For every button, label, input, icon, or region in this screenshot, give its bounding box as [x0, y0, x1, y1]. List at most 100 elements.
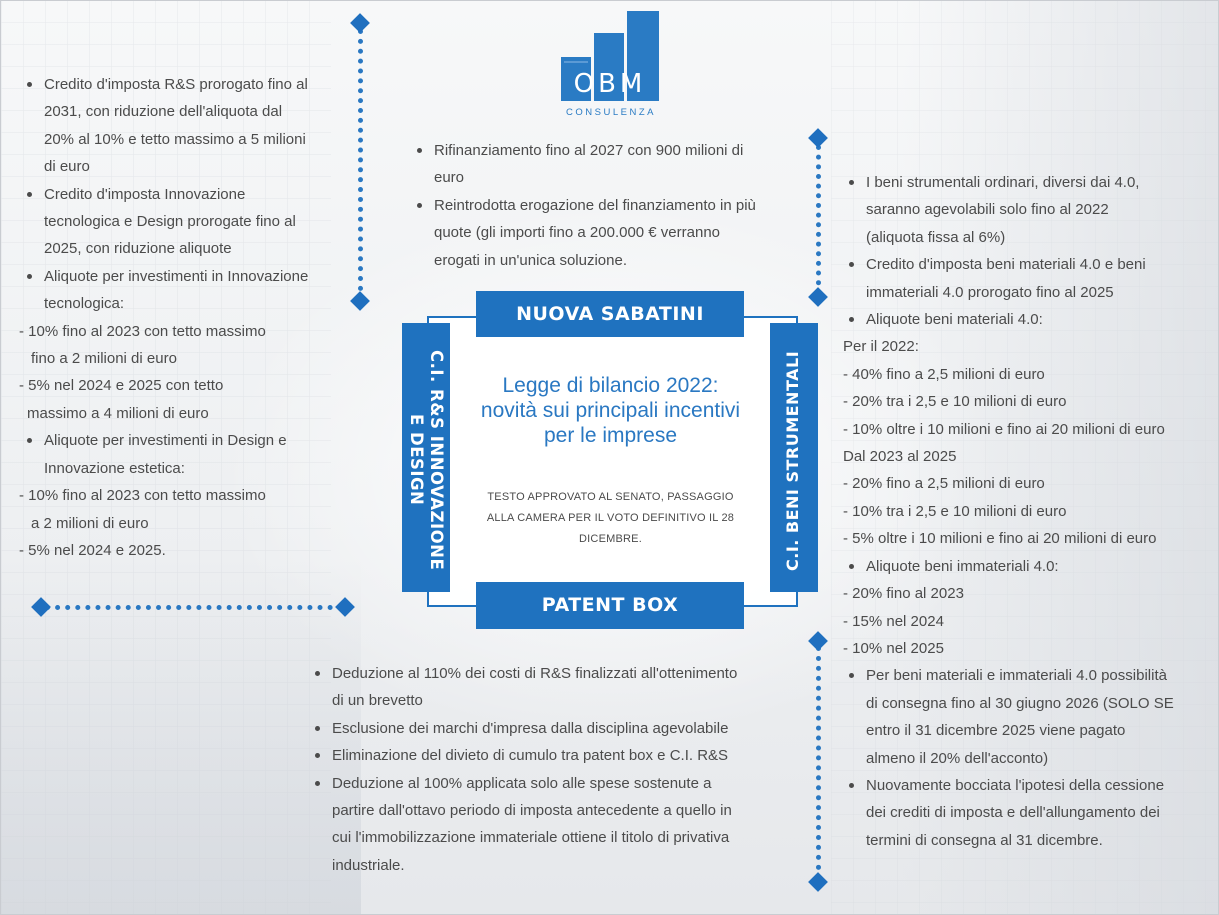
diamond-marker	[350, 291, 370, 311]
text-line: - 20% fino a 2,5 milioni di euro	[843, 475, 1045, 493]
text-line: - 10% oltre i 10 milioni e fino ai 20 mi…	[843, 420, 1165, 438]
diamond-marker	[335, 597, 355, 617]
text-line: - 10% nel 2025	[843, 639, 944, 657]
text-line: Aliquote per investimenti in Design e	[44, 432, 287, 450]
panel-nuova-sabatini: NUOVA SABATINI	[476, 291, 744, 337]
text-line: Nuovamente bocciata l'ipotesi della cess…	[866, 776, 1165, 794]
text-line: Credito d'imposta R&S prorogato fino al	[44, 76, 308, 93]
text-line: Dal 2023 al 2025	[843, 448, 957, 466]
text-line: a 2 milioni di euro	[31, 514, 149, 532]
panel-patent-box: PATENT BOX	[476, 582, 744, 629]
logo-text: OBM	[573, 69, 647, 99]
logo: OBM CONSULENZA	[559, 11, 663, 121]
list-item: Credito d'imposta Innovazione tecnologic…	[27, 181, 351, 263]
text-line: - 10% tra i 2,5 e 10 milioni di euro	[843, 502, 1067, 520]
text-line: erogati in un'unica soluzione.	[434, 251, 627, 269]
panel-title-line: C.I. R&S INNOVAZIONE	[427, 349, 446, 571]
diamond-marker	[350, 13, 370, 33]
text-line: Deduzione al 110% dei costi di R&S final…	[332, 665, 738, 682]
text-line: - 5% nel 2024 e 2025 con tetto	[19, 377, 224, 395]
panel-ci-rs: C.I. R&S INNOVAZIONE E DESIGN	[402, 323, 450, 592]
panel-title: C.I. R&S INNOVAZIONE E DESIGN	[406, 345, 446, 575]
text-line: Reintrodotta erogazione del finanziament…	[434, 196, 756, 214]
diamond-marker	[808, 631, 828, 651]
list-item: Nuovamente bocciata l'ipotesi della cess…	[849, 772, 1213, 854]
list-item: Aliquote per investimenti in Design e In…	[27, 427, 351, 482]
panel-title-line: E DESIGN	[407, 414, 426, 506]
text-line: Innovazione estetica:	[44, 459, 185, 477]
list-item: Credito d'imposta beni materiali 4.0 e b…	[849, 251, 1213, 306]
text-line: quote (gli importi fino a 200.000 € verr…	[434, 224, 721, 242]
text-line: - 15% nel 2024	[843, 612, 944, 630]
panel-title: NUOVA SABATINI	[516, 303, 704, 325]
text-line: - 20% tra i 2,5 e 10 milioni di euro	[843, 393, 1067, 411]
text-line: Credito d'imposta Innovazione	[44, 185, 246, 203]
text-line: - 10% fino al 2023 con tetto massimo	[19, 487, 266, 505]
center-frame	[427, 316, 798, 607]
connector-right-bottom	[816, 646, 821, 880]
connector-left-top	[358, 29, 363, 301]
bottom-column: Deduzione al 110% dei costi di R&S final…	[309, 660, 799, 879]
list-item: Reintrodotta erogazione del finanziament…	[417, 192, 801, 274]
text-line: di consegna fino al 30 giugno 2026 (SOLO…	[866, 694, 1174, 712]
text-line: industriale.	[332, 856, 405, 874]
text-line: entro il 31 dicembre 2025 viene pagato	[866, 722, 1126, 740]
diamond-marker	[808, 128, 828, 148]
text-line: - 5% oltre i 10 milioni e fino ai 20 mil…	[843, 530, 1157, 548]
list-item: Rifinanziamento fino al 2027 con 900 mil…	[417, 137, 801, 192]
center-title-line: Legge di bilancio 2022:	[502, 374, 719, 397]
text-line: almeno il 20% dell'acconto)	[866, 749, 1049, 767]
top-column: Rifinanziamento fino al 2027 con 900 mil…	[411, 137, 801, 274]
panel-title: C.I. BENI STRUMENTALI	[781, 341, 805, 581]
text-line: 20% al 10% e tetto massimo a 5 milioni	[44, 130, 306, 148]
text-line: (aliquota fissa al 6%)	[866, 228, 1006, 246]
text-line: I beni strumentali ordinari, diversi dai…	[866, 174, 1140, 191]
text-line: tecnologica e Design prorogate fino al	[44, 213, 296, 231]
right-column: I beni strumentali ordinari, diversi dai…	[843, 169, 1213, 854]
logo-subtitle: CONSULENZA	[566, 107, 656, 118]
sub-list: - 10% fino al 2023 con tetto massimo a 2…	[19, 482, 351, 564]
text-line: cui l'immobilizzazione immateriale ottie…	[332, 829, 730, 847]
panel-title-line: C.I. BENI STRUMENTALI	[783, 350, 802, 572]
list-item: Credito d'imposta R&S prorogato fino al …	[27, 71, 351, 181]
sub-list: - 10% fino al 2023 con tetto massimo fin…	[19, 318, 351, 428]
list-item: Aliquote beni materiali 4.0:	[849, 306, 1213, 333]
text-line: Credito d'imposta beni materiali 4.0 e b…	[866, 256, 1146, 274]
text-line: Aliquote beni immateriali 4.0:	[866, 557, 1059, 575]
left-column: Credito d'imposta R&S prorogato fino al …	[19, 71, 351, 564]
center-title: Legge di bilancio 2022: novità sui princ…	[449, 373, 772, 448]
text-line: Aliquote per investimenti in Innovazione	[44, 267, 309, 285]
list-item: I beni strumentali ordinari, diversi dai…	[849, 169, 1213, 251]
list-item: Per beni materiali e immateriali 4.0 pos…	[849, 662, 1213, 772]
text-line: partire dall'ottavo periodo di imposta a…	[332, 802, 732, 820]
center-title-line: per le imprese	[543, 424, 678, 447]
logo-bars-icon	[561, 11, 659, 101]
text-line: - 10% fino al 2023 con tetto massimo	[19, 322, 266, 340]
text-line: euro	[434, 169, 465, 187]
list-item: Esclusione dei marchi d'impresa dalla di…	[315, 715, 799, 742]
text-line: Per il 2022:	[843, 338, 919, 356]
text-line: termini di consegna al 31 dicembre.	[866, 831, 1103, 849]
text-line: - 40% fino a 2,5 milioni di euro	[843, 365, 1045, 383]
center-note-line: DICEMBRE.	[579, 533, 642, 545]
text-line: fino a 2 milioni di euro	[31, 350, 177, 368]
center-title-line: novità sui principali incentivi	[480, 399, 741, 422]
text-line: 2025, con riduzione aliquote	[44, 240, 232, 258]
background-building-shade-left	[1, 561, 361, 914]
panel-title: PATENT BOX	[541, 594, 679, 616]
center-note-line: TESTO APPROVATO AL SENATO, PASSAGGIO	[487, 491, 734, 503]
text-line: Per beni materiali e immateriali 4.0 pos…	[866, 667, 1167, 685]
text-line: di un brevetto	[332, 692, 423, 710]
list-item: Aliquote per investimenti in Innovazione…	[27, 263, 351, 318]
text-line: Aliquote beni materiali 4.0:	[866, 311, 1043, 329]
text-line: immateriali 4.0 prorogato fino al 2025	[866, 283, 1114, 301]
connector-right-top	[816, 145, 821, 295]
text-line: saranno agevolabili solo fino al 2022	[866, 201, 1109, 219]
panel-ci-beni-strumentali: C.I. BENI STRUMENTALI	[770, 323, 818, 592]
text-line: di euro	[44, 158, 90, 176]
sub-list: Per il 2022: - 40% fino a 2,5 milioni di…	[843, 333, 1213, 552]
list-item: Deduzione al 110% dei costi di R&S final…	[315, 660, 799, 715]
text-line: 2031, con riduzione dell'aliquota dal	[44, 103, 283, 121]
connector-left-bottom	[45, 605, 343, 610]
